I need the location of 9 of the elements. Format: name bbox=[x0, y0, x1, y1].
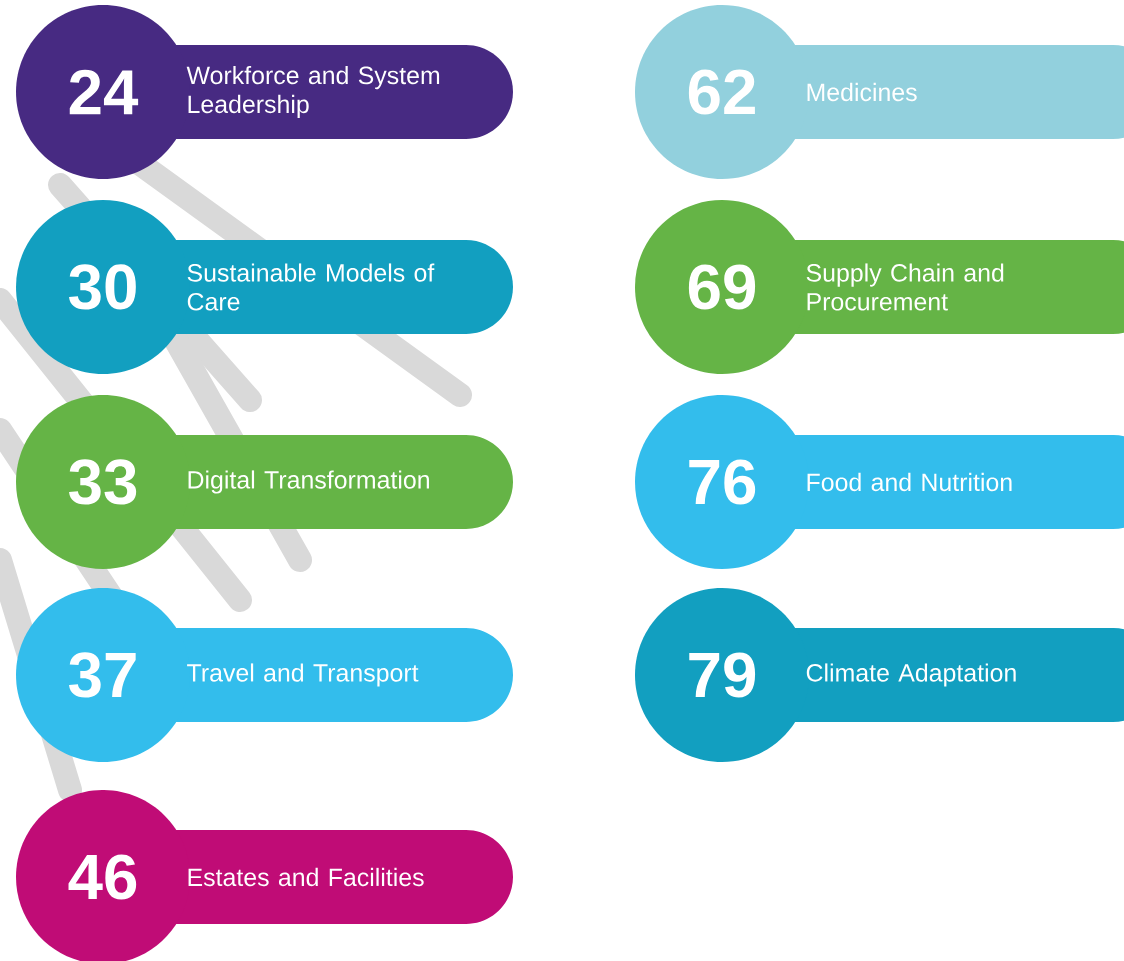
number-pill: 62 Medicines bbox=[635, 5, 1124, 179]
number-pill: 30 Sustainable Models of Care bbox=[16, 200, 513, 374]
number-pill: 24 Workforce and System Leadership bbox=[16, 5, 513, 179]
number-pill: 33 Digital Transformation bbox=[16, 395, 513, 569]
number-pill: 76 Food and Nutrition bbox=[635, 395, 1124, 569]
number-pill: 37 Travel and Transport bbox=[16, 588, 513, 762]
number-pill: 46 Estates and Facilities bbox=[16, 790, 513, 961]
number-pill: 69 Supply Chain and Procurement bbox=[635, 200, 1124, 374]
number-pill: 79 Climate Adaptation bbox=[635, 588, 1124, 762]
